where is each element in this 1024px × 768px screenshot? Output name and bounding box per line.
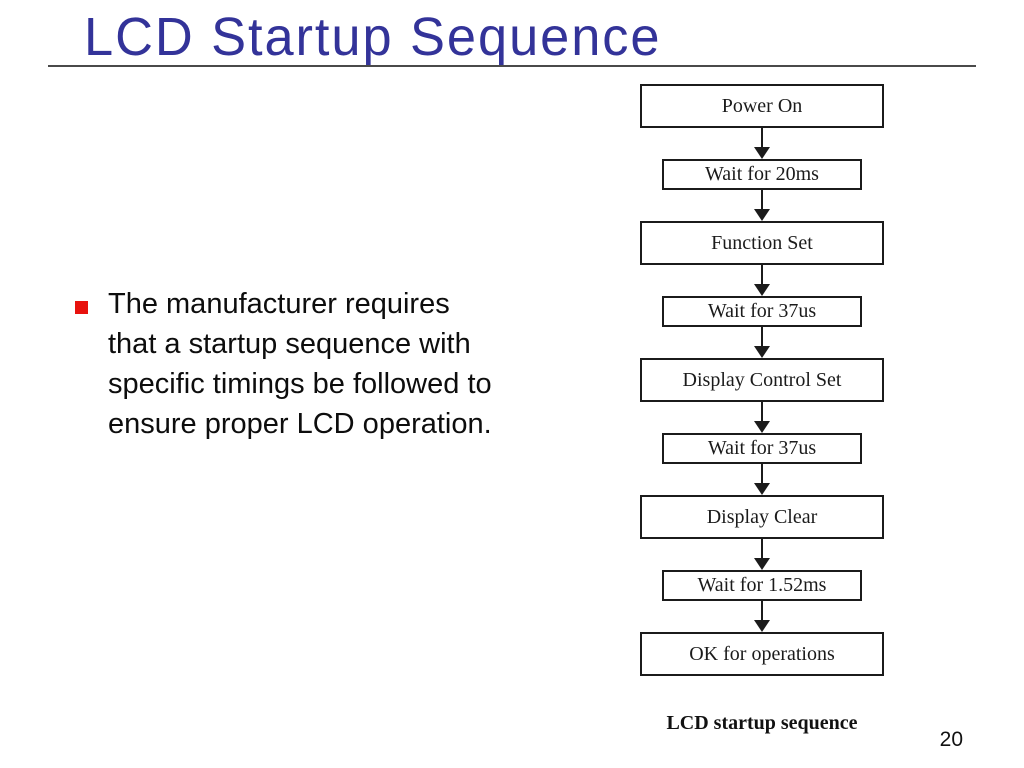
arrow-down-icon: [754, 483, 770, 495]
arrow-down-icon: [754, 620, 770, 632]
connector-line: [761, 265, 763, 284]
flow-step-wait-for-1-52ms: Wait for 1.52ms: [662, 570, 862, 601]
flow-connector: [754, 128, 770, 159]
connector-line: [761, 190, 763, 209]
flow-connector: [754, 402, 770, 433]
flow-connector: [754, 190, 770, 221]
arrow-down-icon: [754, 558, 770, 570]
connector-line: [761, 539, 763, 558]
page-number: 20: [939, 728, 963, 751]
bullet-item: The manufacturer requires that a startup…: [75, 284, 575, 444]
flow-connector: [754, 539, 770, 570]
flow-step-function-set: Function Set: [640, 221, 884, 265]
flow-connector: [754, 601, 770, 632]
bullet-text-line: specific timings be followed to: [108, 368, 492, 400]
connector-line: [761, 601, 763, 620]
bullet-text-line: that a startup sequence with: [108, 328, 471, 360]
arrow-down-icon: [754, 147, 770, 159]
connector-line: [761, 128, 763, 147]
flow-connector: [754, 265, 770, 296]
arrow-down-icon: [754, 209, 770, 221]
connector-line: [761, 464, 763, 483]
flow-step-wait-for-37us: Wait for 37us: [662, 296, 862, 327]
connector-line: [761, 402, 763, 421]
bullet-text-line: The manufacturer requires: [108, 288, 450, 320]
flow-connector: [754, 464, 770, 495]
connector-line: [761, 327, 763, 346]
flowchart-caption: LCD startup sequence: [666, 712, 858, 734]
arrow-down-icon: [754, 346, 770, 358]
arrow-down-icon: [754, 421, 770, 433]
bullet-text-line: ensure proper LCD operation.: [108, 408, 492, 440]
flow-step-wait-for-37us: Wait for 37us: [662, 433, 862, 464]
flow-connector: [754, 327, 770, 358]
bullet-square-icon: [75, 301, 88, 314]
flow-step-wait-for-20ms: Wait for 20ms: [662, 159, 862, 190]
flow-step-display-control-set: Display Control Set: [640, 358, 884, 402]
bullet-text: The manufacturer requires that a startup…: [108, 284, 575, 444]
flow-step-display-clear: Display Clear: [640, 495, 884, 539]
title-underline: [48, 65, 976, 67]
arrow-down-icon: [754, 284, 770, 296]
flow-step-power-on: Power On: [640, 84, 884, 128]
slide-title: LCD Startup Sequence: [84, 7, 662, 67]
flow-step-ok-for-operations: OK for operations: [640, 632, 884, 676]
